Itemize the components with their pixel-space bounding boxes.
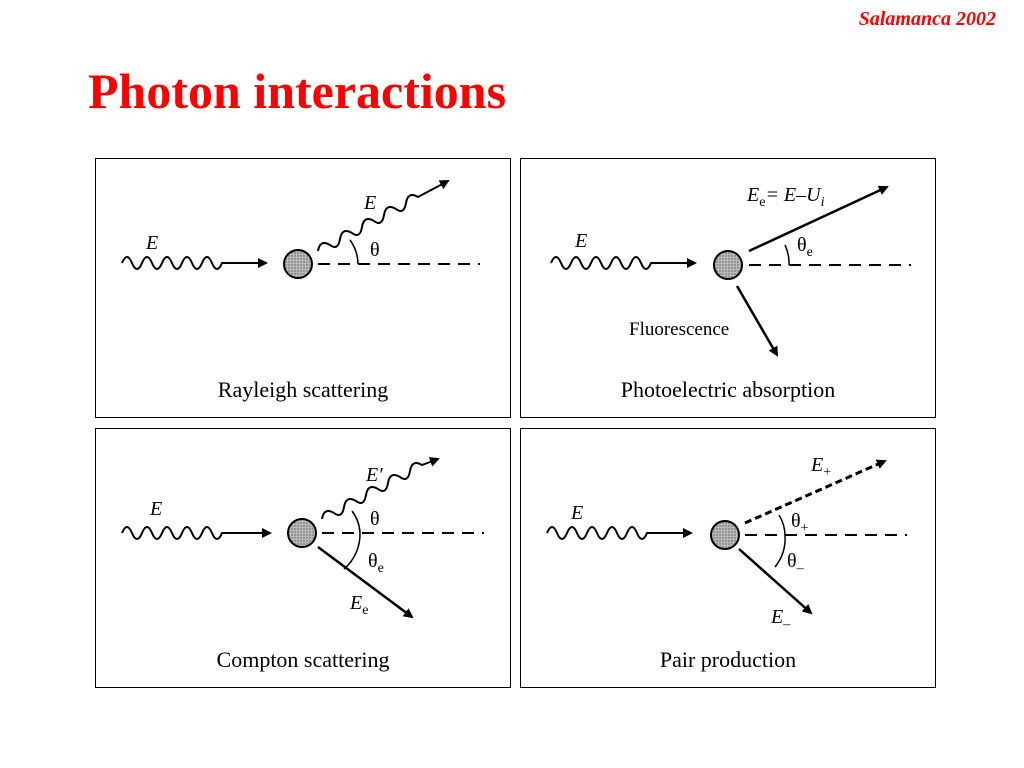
- pair-production-diagram: E E+ θ+ θ– E–: [546, 454, 907, 632]
- electron-energy-label: E–: [770, 606, 791, 632]
- angle-label: θ: [370, 508, 380, 530]
- panel-photoelectric: E Ee= E–Ui θe Fluorescence Photoelectric…: [520, 158, 936, 418]
- panel-rayleigh: E E θ Rayleigh scattering: [95, 158, 511, 418]
- photoelectric-diagram: E Ee= E–Ui θe Fluorescence: [550, 184, 911, 357]
- fluorescence-arrow: [735, 285, 779, 357]
- fluorescence-label: Fluorescence: [629, 319, 729, 340]
- atom-circle: [713, 250, 743, 280]
- caption-compton: Compton scattering: [216, 647, 390, 672]
- scattered-photon-wave: [321, 457, 440, 520]
- positron-angle-label: θ+: [791, 510, 809, 536]
- electron-energy-label: Ee: [349, 592, 368, 618]
- incident-energy-label: E: [570, 502, 583, 524]
- angle-label: θ: [370, 239, 380, 261]
- positron-energy-label: E+: [810, 454, 831, 480]
- incident-energy-label: E: [145, 232, 158, 254]
- caption-photoelectric: Photoelectric absorption: [620, 377, 836, 402]
- incident-energy-label: E: [149, 498, 162, 520]
- angle-label: θe: [797, 234, 813, 260]
- header-note: Salamanca 2002: [858, 8, 996, 30]
- angle-arc-theta-e: [343, 532, 361, 570]
- incident-photon-wave: [546, 526, 693, 540]
- electron-circle: [287, 518, 317, 548]
- panel-pair: E E+ θ+ θ– E– Pair production: [520, 428, 936, 688]
- scattered-energy-label: E: [363, 192, 376, 214]
- angle-arc-plus: [778, 514, 786, 536]
- atom-circle: [283, 249, 313, 279]
- incident-photon-wave: [121, 256, 268, 270]
- electron-arrow: [738, 548, 813, 615]
- incident-photon-wave: [550, 256, 697, 270]
- electron-angle-label: θ–: [787, 550, 805, 576]
- angle-arc: [784, 244, 790, 266]
- incident-energy-label: E: [574, 230, 587, 252]
- angle-arc-theta: [351, 510, 361, 534]
- recoil-electron-arrow: [317, 545, 414, 619]
- positron-dashed-arrow: [744, 459, 887, 525]
- photoelectron-arrow: [748, 185, 889, 253]
- scattered-photon-wave: [317, 180, 450, 252]
- electron-energy-label: Ee= E–Ui: [746, 184, 825, 210]
- caption-rayleigh: Rayleigh scattering: [217, 377, 389, 402]
- nucleus-circle: [710, 520, 740, 550]
- rayleigh-diagram: E E θ: [121, 180, 480, 279]
- panel-compton: E E′ θ θe Ee Compton scattering: [95, 428, 511, 688]
- page-title: Photon interactions: [88, 63, 507, 119]
- electron-angle-label: θe: [368, 550, 384, 576]
- scattered-energy-label: E′: [365, 464, 383, 486]
- angle-arc: [349, 239, 359, 265]
- angle-arc-minus: [774, 534, 786, 568]
- compton-diagram: E E′ θ θe Ee: [121, 457, 484, 619]
- incident-photon-wave: [121, 526, 272, 540]
- caption-pair: Pair production: [659, 647, 797, 672]
